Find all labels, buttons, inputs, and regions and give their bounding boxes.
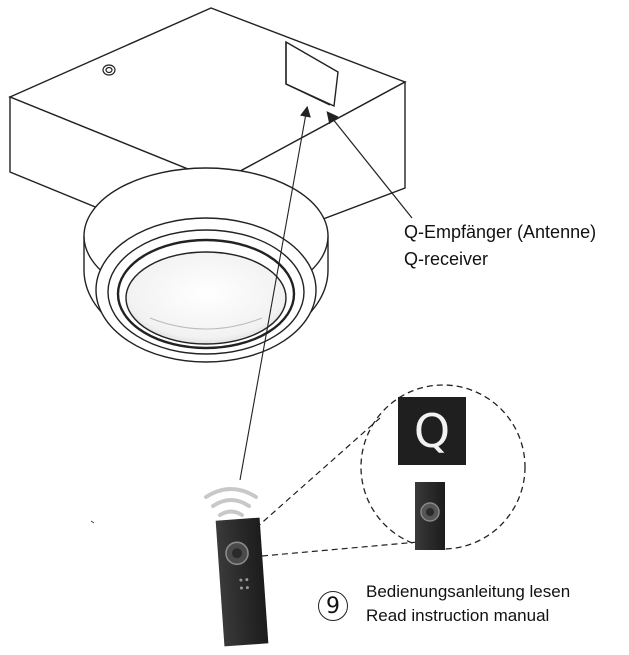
screw-icon <box>102 64 116 76</box>
stray-mark <box>90 520 95 524</box>
step-number-badge: 9 <box>318 591 348 621</box>
remote-control <box>215 517 269 647</box>
receiver-label-en: Q-receiver <box>404 249 489 269</box>
instruction-line-en: Read instruction manual <box>366 606 550 625</box>
instruction-line-de: Bedienungsanleitung lesen <box>366 582 571 601</box>
signal-line <box>239 105 311 481</box>
receiver-label-de: Q-Empfänger (Antenne) <box>404 222 597 242</box>
downlight <box>83 167 329 363</box>
wireless-signal-icon <box>204 487 258 517</box>
q-badge <box>398 397 466 465</box>
q-letter-icon: Q <box>413 404 451 458</box>
receiver-antenna <box>285 40 339 108</box>
zoom-connector-upper <box>255 417 381 529</box>
receiver-pointer-line <box>326 111 413 219</box>
remote-detail <box>415 482 445 550</box>
zoom-connector-lower <box>261 541 419 557</box>
